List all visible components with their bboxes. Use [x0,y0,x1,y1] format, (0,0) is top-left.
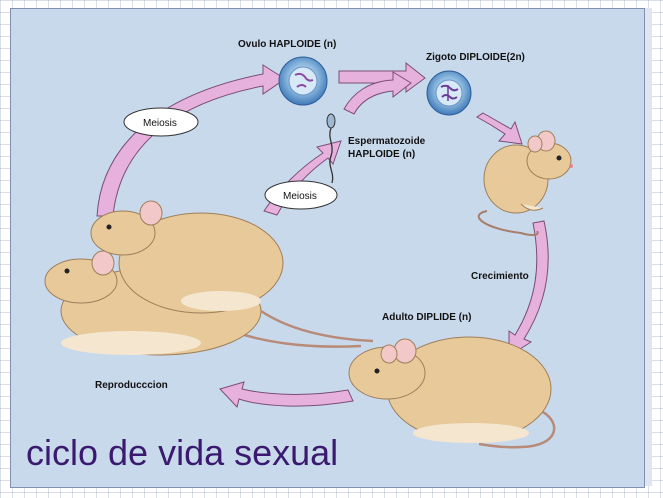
adult-label: Adulto DIPLIDE (n) [382,312,471,323]
meiosis-oval-mid [264,180,338,210]
arrow-growth [508,220,549,357]
meiosis-top-label: Meiosis [143,118,177,129]
sperm-icon [326,113,336,184]
reproduction-label: Reproducccion [95,380,168,391]
zygote-label: Zigoto DIPLOIDE(2n) [426,52,525,63]
arrow-zigoto-to-young [476,112,523,145]
slide-title: ciclo de vida sexual [26,432,339,473]
slide-edge [644,8,652,486]
mating-mice [44,200,374,356]
meiosis-mid-label: Meiosis [283,191,317,202]
arrow-reproduction [219,381,354,409]
arrow-ovulo-to-zigoto [338,61,426,93]
sperm-label-line2: HAPLOIDE (n) [348,149,415,160]
young-mouse [477,130,573,236]
zygote-cell-icon [426,70,472,116]
arrow-meiosis-to-ovulo [96,64,286,217]
arrow-sperm-to-zigoto [343,71,412,115]
diagram-slide: Ovulo HAPLOIDE (n) Zigoto DIPLOIDE(2n) E… [10,8,645,488]
adult-mouse [348,336,556,449]
meiosis-oval-top [123,107,199,137]
growth-label: Crecimiento [471,271,529,282]
life-cycle-diagram: Ovulo HAPLOIDE (n) Zigoto DIPLOIDE(2n) E… [44,39,573,449]
sperm-label-line1: Espermatozoide [348,136,426,147]
ovule-cell-icon [278,56,328,106]
ovule-label: Ovulo HAPLOIDE (n) [238,39,336,50]
